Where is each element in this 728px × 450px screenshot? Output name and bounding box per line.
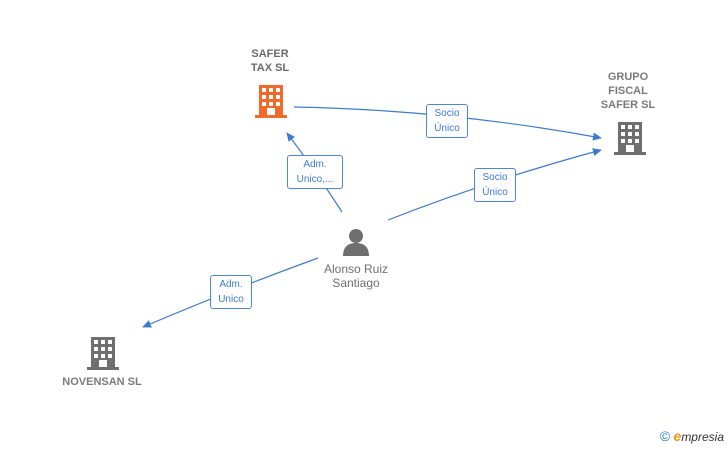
node-novensan[interactable]: NOVENSAN SL bbox=[48, 375, 156, 389]
edge-label-line: Adm. bbox=[219, 279, 243, 290]
edge-label-line: Unico,... bbox=[296, 174, 334, 185]
edge-label-adm-unico-2[interactable]: Adm. Unico bbox=[210, 275, 252, 309]
node-grupo-fiscal-label-3: SAFER SL bbox=[600, 99, 656, 111]
edge-label-line: Adm. bbox=[303, 159, 327, 170]
copyright-icon: © bbox=[659, 428, 671, 444]
edge-label-line: Único bbox=[482, 187, 508, 198]
brand-logo-initial: e bbox=[673, 428, 682, 444]
node-grupo-fiscal-label-2: FISCAL bbox=[608, 85, 648, 97]
building-icon bbox=[255, 85, 287, 118]
node-safer-tax-label-2: TAX SL bbox=[250, 62, 290, 74]
node-safer-tax[interactable]: SAFER TAX SL bbox=[228, 47, 312, 75]
edge-label-socio-unico-1[interactable]: Socio Único bbox=[426, 104, 468, 138]
node-person-label-1: Alonso Ruiz bbox=[323, 262, 389, 276]
node-grupo-fiscal[interactable]: GRUPO FISCAL SAFER SL bbox=[588, 70, 668, 112]
node-grupo-fiscal-label-1: GRUPO bbox=[607, 71, 649, 83]
node-novensan-label: NOVENSAN SL bbox=[62, 376, 142, 388]
building-icon bbox=[614, 122, 646, 155]
edge-label-line: Socio bbox=[434, 108, 460, 119]
brand-footer: © empresia bbox=[660, 428, 724, 444]
edge-label-socio-unico-2[interactable]: Socio Único bbox=[474, 168, 516, 202]
edge-label-line: Único bbox=[434, 123, 460, 134]
person-icon bbox=[343, 229, 369, 256]
building-icon bbox=[87, 337, 119, 370]
node-person-label-2: Santiago bbox=[332, 276, 380, 290]
edge-label-line: Unico bbox=[218, 294, 244, 305]
node-safer-tax-label-1: SAFER bbox=[251, 48, 289, 60]
edge-label-line: Socio bbox=[482, 172, 508, 183]
edge-label-adm-unico-1[interactable]: Adm. Unico,... bbox=[287, 155, 343, 189]
node-person[interactable]: Alonso Ruiz Santiago bbox=[304, 262, 408, 290]
brand-logo-text: mpresia bbox=[681, 430, 724, 444]
